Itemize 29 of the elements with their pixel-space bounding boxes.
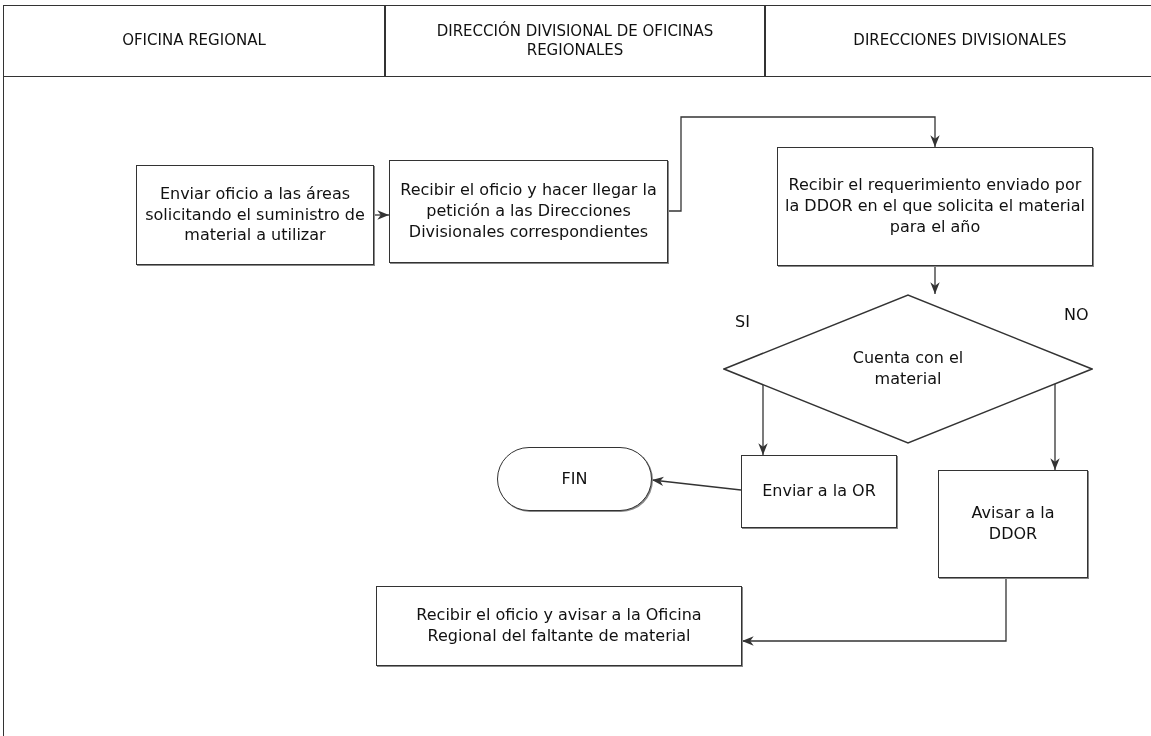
process-box [938,470,1088,578]
node-text: Enviar a la OR [762,481,876,502]
arrow [651,476,742,491]
decision-diamond [723,294,1093,444]
node-text: Recibir el requerimiento enviado por la DDOR en el que solicita el material para el año [784,175,1086,238]
lane-header [765,5,1151,77]
process-box [777,147,1093,266]
process-box [741,455,897,528]
node-text: OFICINA REGIONAL [122,31,266,51]
node-text: Cuenta con el material [851,348,965,390]
node-text: Recibir el oficio y avisar a la Oficina Regional del faltante de material [415,605,703,647]
arrow [930,265,940,295]
arrow [373,210,390,220]
node-text: DIRECCIONES DIVISIONALES [853,31,1067,51]
node-text: FIN [561,468,588,490]
arrow [667,116,940,212]
node-text: Avisar a la DDOR [970,503,1056,545]
arrow [1050,383,1060,471]
lane-header [3,5,385,77]
process-box [389,160,668,263]
process-box [376,586,742,666]
arrow [758,384,768,456]
process-box [136,165,374,265]
node-text: Enviar oficio a las áreas solicitando el suministro de material a utilizar [144,183,366,247]
node-text: Recibir el oficio y hacer llegar la petición a las Direcciones Divisionales correspondientes [399,180,658,243]
terminator-box [497,447,652,511]
node-text: DIRECCIÓN DIVISIONAL DE OFICINAS REGIONALES [435,21,715,61]
lane-header [385,5,765,77]
arrow [741,577,1007,646]
